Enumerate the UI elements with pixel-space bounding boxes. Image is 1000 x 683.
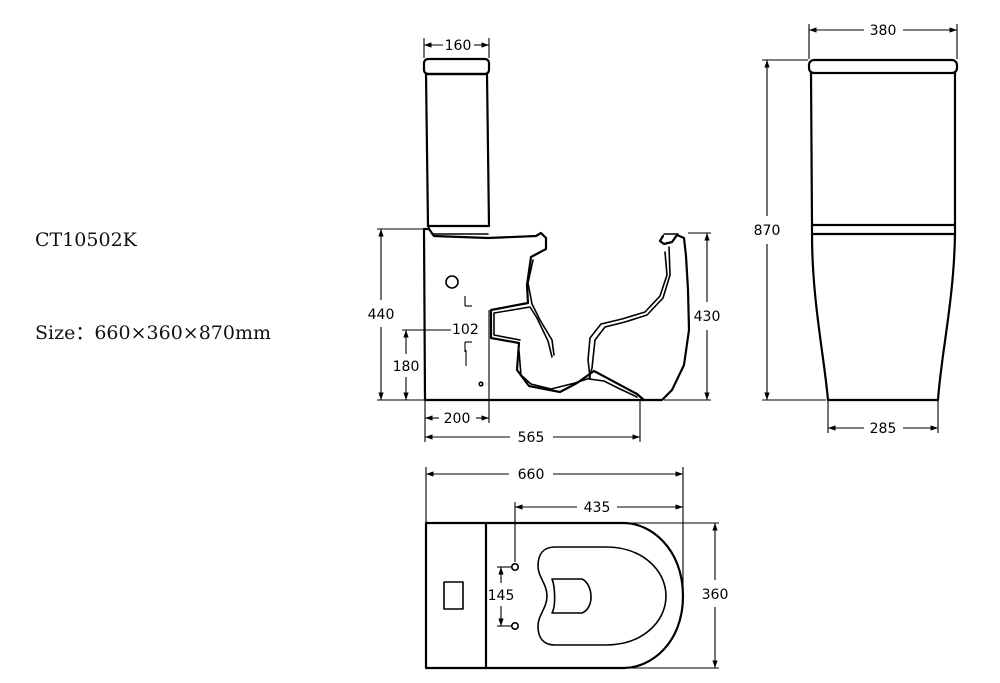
model-number: CT10502K <box>35 229 137 251</box>
top-view: 660 435 145 360 <box>424 467 729 670</box>
dim-fixing-spacing: 145 <box>488 588 515 604</box>
dim-width: 380 <box>870 23 897 39</box>
dim-total-height: 440 <box>368 307 395 323</box>
dim-outlet-height: 180 <box>393 359 420 375</box>
side-view-tank <box>422 57 491 235</box>
dim-bowl-height: 430 <box>694 309 721 325</box>
dim-rear-to-outlet: 200 <box>444 411 471 427</box>
dim-height: 870 <box>754 223 781 239</box>
dim-top-width: 360 <box>702 587 729 603</box>
dim-depth: 565 <box>518 430 545 446</box>
top-view-tank <box>424 521 488 670</box>
dim-length: 660 <box>518 467 545 483</box>
front-view-body <box>807 58 959 402</box>
side-view: 160 440 430 102 180 <box>368 38 721 446</box>
side-view-bowl <box>422 227 691 402</box>
dim-outlet-offset: 102 <box>452 322 479 338</box>
dim-tank-depth: 160 <box>445 38 472 54</box>
front-view: 380 870 285 <box>754 23 959 437</box>
size-spec: Size：660×360×870mm <box>35 322 272 344</box>
side-view-dimensions: 160 440 430 102 180 <box>368 38 721 446</box>
front-view-dimensions: 380 870 285 <box>754 23 958 437</box>
dim-fixing-to-front: 435 <box>584 500 611 516</box>
dim-base-width: 285 <box>870 421 897 437</box>
top-view-dimensions: 660 435 145 360 <box>425 467 729 669</box>
